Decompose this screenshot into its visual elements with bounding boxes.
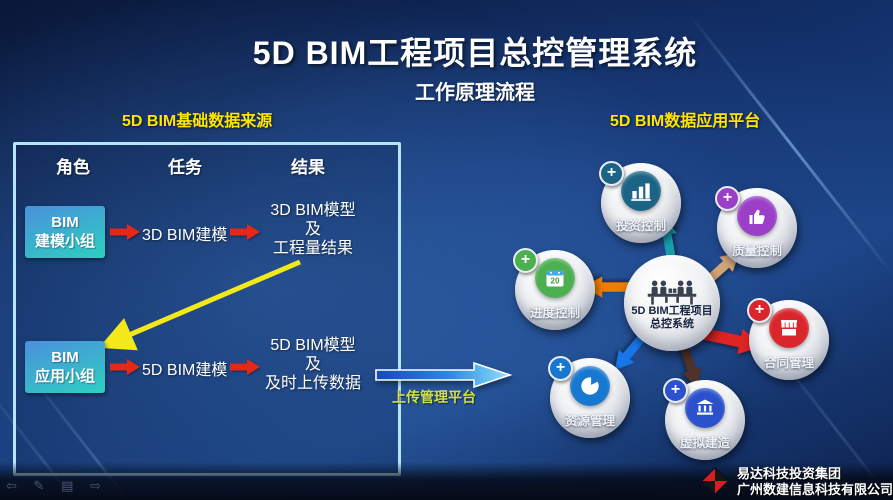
center-system-node: 5D BIM工程项目 总控系统 bbox=[624, 255, 720, 351]
task-text: 3D BIM建模 bbox=[142, 227, 228, 244]
role-line: BIM bbox=[51, 349, 79, 366]
bar-chart-icon bbox=[631, 183, 651, 201]
thumbs-up-icon bbox=[749, 209, 765, 224]
feedback-arrow-icon bbox=[98, 259, 301, 351]
plus-badge-icon: + bbox=[548, 356, 573, 381]
left-section-heading: 5D BIM基础数据来源 bbox=[122, 113, 273, 130]
slides-button[interactable]: ▤ bbox=[61, 478, 74, 493]
page-subtitle: 工作原理流程 bbox=[415, 82, 535, 104]
satellite-label: 进度控制 bbox=[529, 306, 580, 320]
red-arrow-icon bbox=[110, 224, 140, 240]
column-header-task: 任务 bbox=[168, 158, 202, 177]
satellite: + 合同管理 bbox=[747, 298, 829, 380]
satellite: + 20 进度控制 bbox=[513, 248, 595, 330]
plus-badge-icon: + bbox=[715, 186, 740, 211]
slideshow-controls: ⇦ ✎ ▤ ⇨ bbox=[6, 478, 114, 494]
satellite-label: 投资控制 bbox=[615, 219, 666, 233]
satellite-label: 合同管理 bbox=[763, 356, 814, 370]
page-title: 5D BIM工程项目总控管理系统 bbox=[252, 35, 698, 71]
radial-arrow bbox=[701, 327, 764, 355]
satellite-label: 质量控制 bbox=[731, 244, 782, 258]
calendar-day: 20 bbox=[551, 277, 560, 286]
result-line: 及 bbox=[304, 221, 321, 238]
result-line: 工程量结果 bbox=[272, 240, 353, 257]
role-line: 建模小组 bbox=[34, 233, 95, 250]
plus-badge-icon: + bbox=[663, 378, 688, 403]
plus-badge-icon: + bbox=[599, 161, 624, 186]
company-info: 易达科技投资集团 广州数建信息科技有限公司 bbox=[737, 466, 893, 498]
result-line: 及 bbox=[304, 356, 321, 373]
satellite: + 质量控制 bbox=[715, 186, 797, 268]
plus-badge-icon: + bbox=[513, 248, 538, 273]
pie-chart-icon bbox=[581, 376, 599, 395]
result-line: 及时上传数据 bbox=[264, 375, 361, 392]
red-arrow-icon bbox=[230, 359, 260, 375]
back-button[interactable]: ⇦ bbox=[6, 478, 17, 493]
column-header-role: 角色 bbox=[56, 158, 90, 177]
forward-button[interactable]: ⇨ bbox=[89, 478, 101, 493]
satellite-label: 资源管理 bbox=[564, 414, 615, 428]
pen-button[interactable]: ✎ bbox=[33, 478, 45, 493]
radial-arrow bbox=[583, 276, 633, 298]
upload-arrow-label: 上传管理平台 bbox=[392, 389, 476, 405]
company-logo-icon bbox=[701, 467, 729, 495]
plus-badge-icon: + bbox=[747, 298, 772, 323]
role-box-modeling-team: BIM 建模小组 bbox=[25, 206, 105, 258]
company-line: 广州数建信息科技有限公司 bbox=[737, 482, 893, 497]
result-line: 3D BIM模型 bbox=[270, 202, 356, 219]
company-line: 易达科技投资集团 bbox=[737, 466, 842, 481]
upload-arrow-icon bbox=[375, 361, 513, 389]
storefront-icon bbox=[781, 320, 797, 336]
red-arrow-icon bbox=[230, 224, 260, 240]
role-line: 应用小组 bbox=[34, 368, 95, 385]
red-arrow-icon bbox=[110, 359, 140, 375]
satellite-label: 虚拟建造 bbox=[679, 436, 730, 450]
data-source-panel bbox=[13, 142, 401, 476]
right-section-heading: 5D BIM数据应用平台 bbox=[610, 113, 761, 130]
satellite: + 资源管理 bbox=[548, 356, 630, 438]
task-text: 5D BIM建模 bbox=[142, 362, 228, 379]
result-text: 5D BIM模型 及 及时上传数据 bbox=[246, 336, 380, 393]
radial-arrow bbox=[678, 341, 702, 388]
result-text: 3D BIM模型 及 工程量结果 bbox=[246, 201, 380, 258]
footer-band bbox=[0, 462, 893, 500]
calendar-icon: 20 bbox=[546, 270, 564, 287]
role-box-application-team: BIM 应用小组 bbox=[25, 341, 105, 393]
result-line: 5D BIM模型 bbox=[270, 337, 356, 354]
column-header-result: 结果 bbox=[291, 158, 325, 177]
satellite: + 投资控制 bbox=[599, 161, 681, 243]
center-label: 5D BIM工程项目 bbox=[631, 305, 713, 317]
center-label: 总控系统 bbox=[650, 318, 694, 330]
bank-icon bbox=[696, 399, 714, 415]
radial-arrow bbox=[614, 330, 649, 371]
meeting-icon bbox=[647, 280, 697, 305]
satellite: + 虚拟建造 bbox=[663, 378, 745, 460]
role-line: BIM bbox=[51, 214, 79, 231]
